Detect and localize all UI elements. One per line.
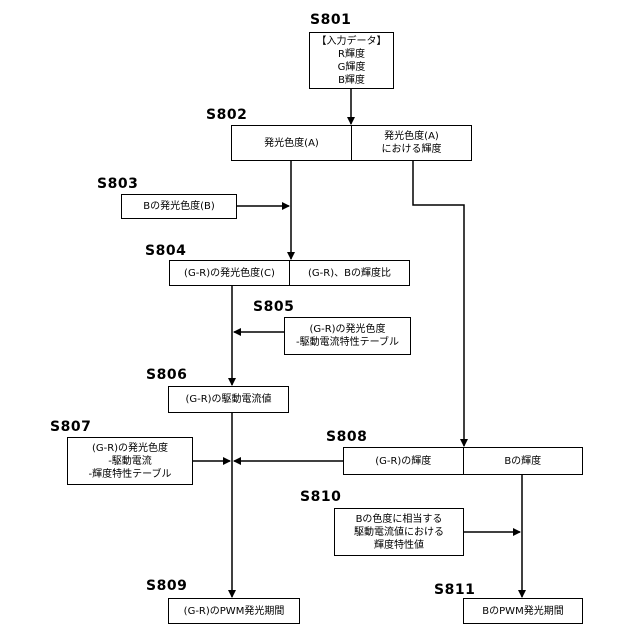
b-chromaticity-box: Bの発光色度(B) [121, 194, 237, 219]
step-label-s802: S802 [206, 107, 247, 123]
gr-drive-current-box: (G-R)の駆動電流値 [168, 386, 289, 413]
chromaticity-current-luminance-table-box: (G-R)の発光色度 -駆動電流 -輝度特性テーブル [67, 437, 193, 485]
step-label-s804: S804 [145, 243, 186, 259]
gr-chromaticity-ratio-box: (G-R)の発光色度(C) (G-R)、Bの輝度比 [169, 260, 410, 286]
emission-chromaticity-cell: 発光色度(A) [232, 126, 351, 160]
step-label-s811: S811 [434, 582, 475, 598]
step-label-s806: S806 [146, 367, 187, 383]
step-label-s808: S808 [326, 429, 367, 445]
step-label-s805: S805 [253, 299, 294, 315]
arrow-s802-to-s808 [413, 160, 464, 446]
luminance-at-chromaticity-cell: 発光色度(A) における輝度 [351, 126, 471, 160]
b-pwm-period-box: BのPWM発光期間 [463, 598, 583, 624]
chromaticity-current-table-box: (G-R)の発光色度 -駆動電流特性テーブル [284, 317, 411, 355]
step-label-s803: S803 [97, 176, 138, 192]
gr-b-luminance-ratio-cell: (G-R)、Bの輝度比 [289, 261, 409, 285]
step-label-s809: S809 [146, 578, 187, 594]
input-data-box: 【入力データ】 R輝度 G輝度 B輝度 [309, 32, 394, 89]
b-luminance-cell: Bの輝度 [463, 448, 583, 474]
gr-luminance-cell: (G-R)の輝度 [344, 448, 463, 474]
step-label-s810: S810 [300, 489, 341, 505]
step-label-s801: S801 [310, 12, 351, 28]
step-label-s807: S807 [50, 419, 91, 435]
emission-chromaticity-box: 発光色度(A) 発光色度(A) における輝度 [231, 125, 472, 161]
b-luminance-characteristic-box: Bの色度に相当する 駆動電流値における 輝度特性値 [334, 508, 464, 556]
gr-chromaticity-cell: (G-R)の発光色度(C) [170, 261, 289, 285]
gr-pwm-period-box: (G-R)のPWM発光期間 [168, 598, 300, 624]
luminance-split-box: (G-R)の輝度 Bの輝度 [343, 447, 583, 475]
